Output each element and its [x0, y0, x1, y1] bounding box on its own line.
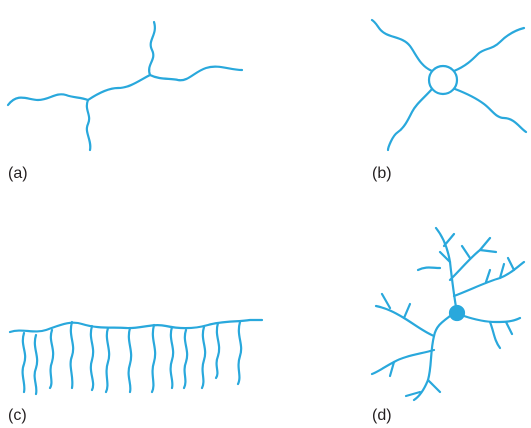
panel-label-d: (d) [372, 407, 392, 424]
arm-b-lower-left [386, 87, 434, 152]
core-circle [427, 64, 459, 96]
arm-b-upper-right [452, 26, 526, 73]
backbone-c [8, 318, 264, 334]
arm-b-upper-left [370, 18, 434, 73]
panel-label-b: (b) [372, 165, 392, 182]
panel-label-c: (c) [8, 407, 27, 424]
chain-a-left [6, 93, 90, 107]
arm-b-lower-right [453, 87, 528, 134]
chain-a-right [148, 65, 244, 82]
panel-label-a: (a) [8, 165, 28, 182]
chain-a-down [85, 98, 92, 152]
chain-a-mid [86, 73, 152, 102]
chain-a-up [148, 20, 156, 77]
